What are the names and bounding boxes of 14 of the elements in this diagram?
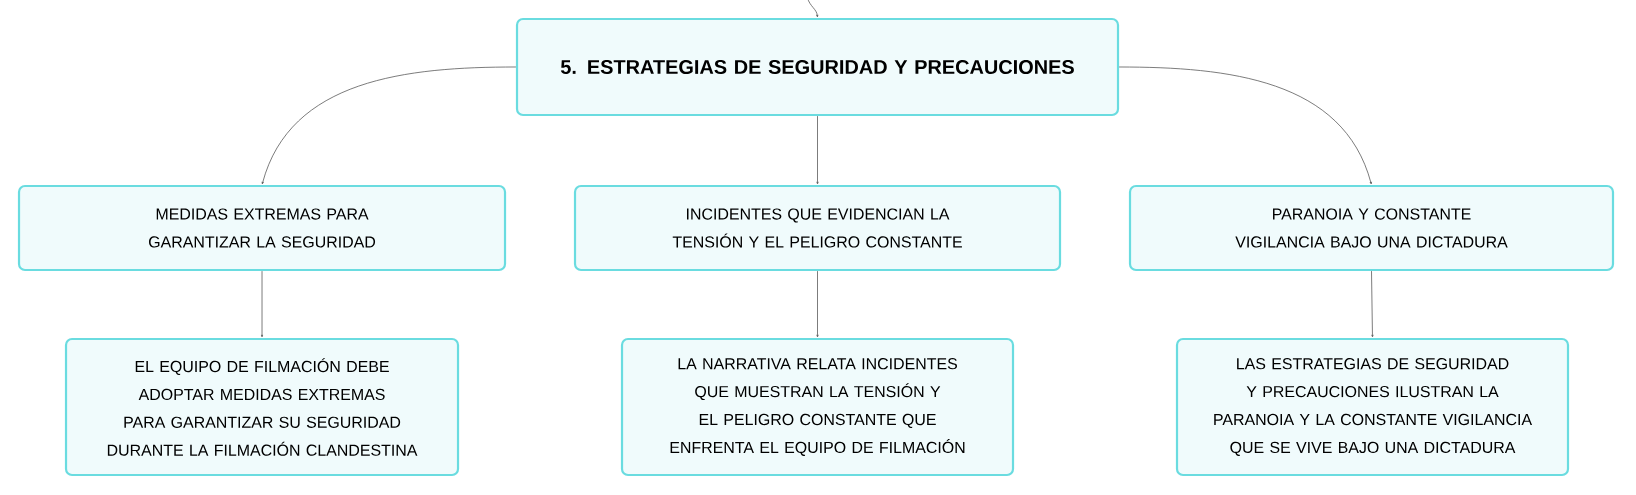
subtopic-box: MEDIDAS EXTREMAS PARA GARANTIZAR LA SEGURIDAD — [17, 184, 507, 272]
subtopic-box: LA NARRATIVA RELATA INCIDENTES QUE MUESTRAN LA TENSIÓN Y EL PELIGRO CONSTANTE QUE ENFRENTA EL EQUIPO DE FILMACIÓN — [620, 337, 1015, 477]
subtopic-box: EL EQUIPO DE FILMACIÓN DEBE ADOPTAR MEDIDAS EXTREMAS PARA GARANTIZAR SU SEGURIDAD DURANTE LA FILMACIÓN CLANDESTINA — [64, 337, 460, 477]
arrow — [1371, 270, 1374, 338]
subtopic-box: PARANOIA Y CONSTANTE VIGILANCIA BAJO UNA DICTADURA — [1128, 184, 1615, 272]
arrow — [260, 270, 264, 338]
arrow — [816, 115, 819, 185]
topic-box: 5. ESTRATEGIAS DE SEGURIDAD Y PRECAUCIONES — [515, 17, 1120, 117]
arrow — [1118, 66, 1372, 185]
subtopic-box: LAS ESTRATEGIAS DE SEGURIDAD Y PRECAUCIONES ILUSTRAN LA PARANOIA Y LA CONSTANTE VIGILANCIA QUE SE VIVE BAJO UNA DICTADURA — [1175, 337, 1570, 477]
arrow — [807, 0, 819, 18]
subtopic-box: INCIDENTES QUE EVIDENCIAN LA TENSIÓN Y EL PELIGRO CONSTANTE — [573, 184, 1062, 272]
arrow — [816, 270, 819, 338]
arrow — [261, 66, 517, 185]
